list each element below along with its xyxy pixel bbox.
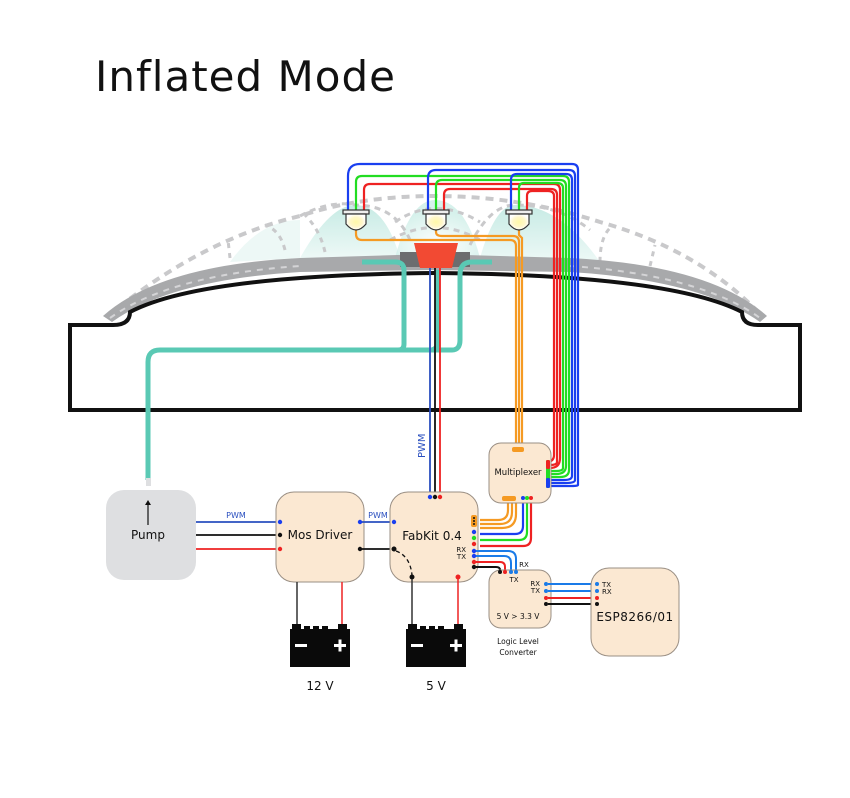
fabkit-tx-label: TX (456, 553, 466, 561)
converter-tx-in-label: TX (508, 576, 518, 584)
heater-wires (429, 268, 441, 495)
converter-rx-in-label: RX (519, 561, 529, 569)
converter-rx-label: RX (530, 580, 540, 588)
page-title: Inflated Mode (95, 52, 396, 101)
led-left (342, 209, 370, 231)
battery-12v-label: 12 V (306, 679, 334, 693)
fabkit-block (389, 491, 479, 583)
pwm-pump-label: PWM (226, 511, 246, 520)
converter-tx-label: TX (530, 587, 540, 595)
heater-element (414, 243, 458, 268)
esp8266-block (590, 567, 680, 657)
mux-select-wires (480, 500, 533, 548)
converter-caption-line1: Logic Level (497, 637, 539, 646)
multiplexer-label: Multiplexer (494, 468, 542, 478)
fabkit-rx-label: RX (456, 546, 466, 554)
led-rgb-wires (346, 162, 580, 488)
pump-block (106, 490, 196, 580)
converter-caption-line2: Converter (499, 648, 537, 657)
pwm-mos-label: PWM (368, 511, 388, 520)
led-right (505, 209, 533, 231)
battery-5v-icon (406, 624, 466, 667)
pump-label: Pump (131, 528, 165, 542)
pump-wires (196, 521, 276, 550)
converter-voltage-label: 5 V > 3.3 V (497, 612, 541, 621)
esp-rx-label: RX (602, 588, 612, 596)
mos-driver-label: Mos Driver (288, 528, 353, 542)
serial-wires (476, 550, 517, 571)
esp-wires (548, 583, 596, 605)
esp-label: ESP8266/01 (596, 610, 673, 624)
battery-5v-wires (411, 579, 459, 628)
battery-5v-label: 5 V (426, 679, 446, 693)
led-common-wires (354, 228, 524, 530)
battery-12v-icon (290, 624, 350, 667)
mos-driver-block (275, 491, 365, 583)
esp-tx-label: TX (601, 581, 611, 589)
multiplexer-block (488, 442, 552, 504)
battery-12v-wires (296, 582, 343, 628)
led-center (422, 209, 450, 231)
pwm-vertical-label: PWM (417, 433, 428, 458)
fabkit-label: FabKit 0.4 (402, 529, 462, 543)
